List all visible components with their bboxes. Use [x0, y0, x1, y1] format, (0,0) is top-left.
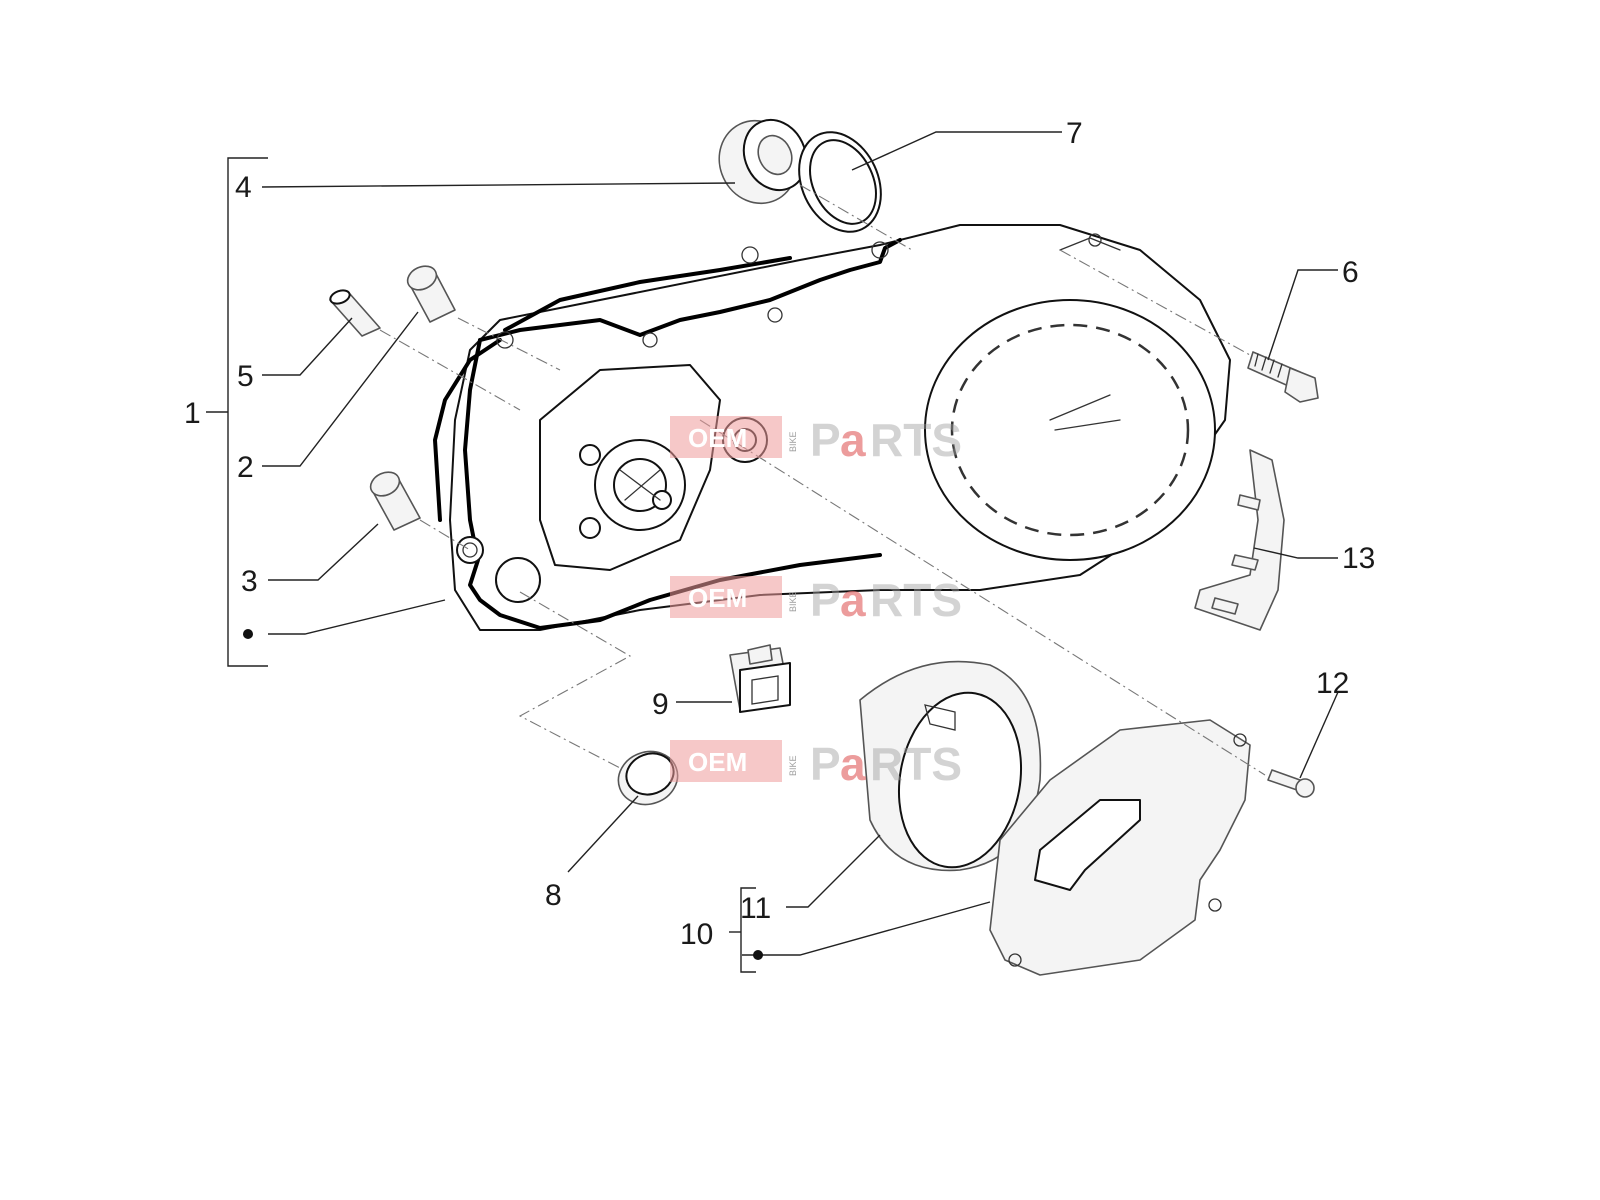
watermark-bike: BIKE	[788, 755, 798, 776]
callout-11: 11	[740, 892, 771, 925]
callout-12: 12	[1316, 667, 1349, 700]
assembly-1-dot	[243, 629, 253, 639]
circlip	[798, 131, 882, 233]
callout-1: 1	[184, 397, 201, 430]
watermark-bike: BIKE	[788, 591, 798, 612]
callout-5: 5	[237, 360, 254, 393]
stud-plate	[1194, 449, 1285, 631]
watermark-rts: RTS	[870, 574, 962, 626]
callout-2: 2	[237, 451, 254, 484]
bush-upper	[406, 265, 456, 323]
callout-leaders	[261, 131, 1339, 973]
callout-9: 9	[652, 688, 669, 721]
callout-7: 7	[1066, 117, 1083, 150]
bearing	[718, 118, 808, 205]
watermark-2: OEM BIKE P a RTS	[670, 574, 962, 626]
callout-13: 13	[1342, 542, 1375, 575]
watermark-a: a	[840, 738, 866, 790]
watermark-a: a	[840, 574, 866, 626]
watermark-rts: RTS	[870, 414, 962, 466]
watermark-p: P	[810, 738, 841, 790]
watermark-1: OEM BIKE P a RTS	[670, 414, 962, 466]
air-scoop-cover	[989, 719, 1251, 976]
callout-6: 6	[1342, 256, 1359, 289]
watermark-oem: OEM	[688, 583, 747, 613]
callout-labels: 1 2 3 4 5 6 7 8 9 10 11 12 13	[184, 117, 1375, 951]
assembly-10-dot	[753, 950, 763, 960]
assembly-axis-lines	[379, 184, 1266, 776]
dowel-pin	[329, 289, 381, 337]
watermark-bike: BIKE	[788, 431, 798, 452]
watermark-oem: OEM	[688, 423, 747, 453]
assembly-1-bracket	[206, 157, 268, 667]
watermark-oem: OEM	[688, 747, 747, 777]
watermark-rts: RTS	[870, 738, 962, 790]
air-duct-seal	[859, 660, 1042, 872]
callout-8: 8	[545, 879, 562, 912]
callout-10: 10	[680, 918, 713, 951]
screw-small	[1267, 769, 1315, 798]
clip-bracket	[729, 644, 791, 713]
bush-lower	[369, 471, 421, 531]
watermark-3: OEM BIKE P a RTS	[670, 738, 962, 790]
cover-plug	[617, 750, 679, 806]
watermark-a: a	[840, 414, 866, 466]
watermark-p: P	[810, 414, 841, 466]
watermark-p: P	[810, 574, 841, 626]
screw-long	[1247, 351, 1319, 403]
callout-3: 3	[241, 565, 258, 598]
callout-4: 4	[235, 171, 252, 204]
transmission-cover	[433, 224, 1231, 631]
